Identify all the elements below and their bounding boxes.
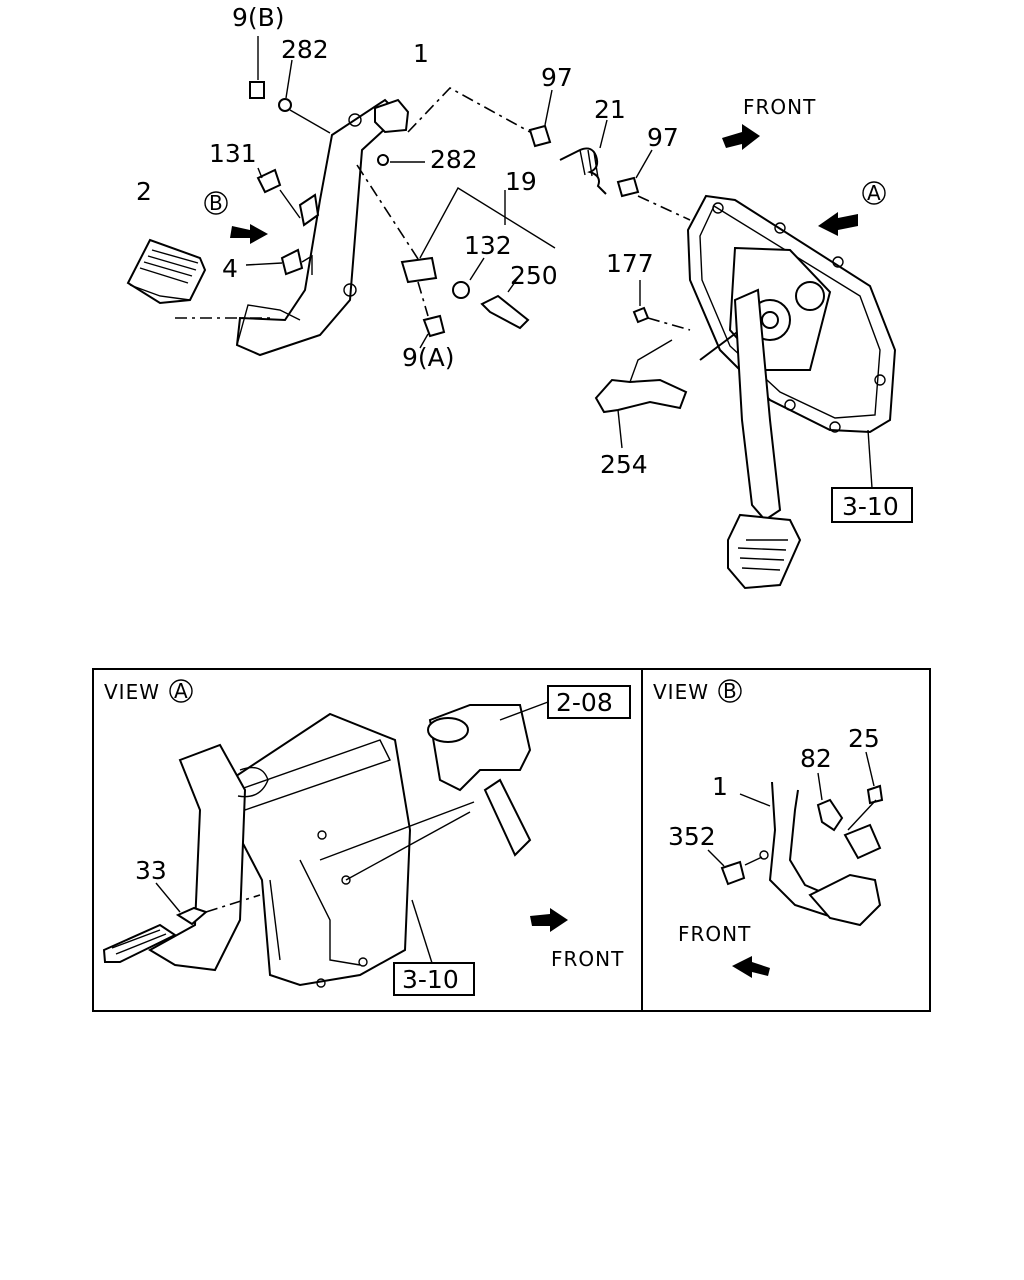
clevis-19 [400,256,438,284]
ref-box-208 [547,685,631,719]
callout-ref-310: 3-10 [842,492,899,521]
view-b-panel: VIEW B 1 82 25 352 FRONT [653,679,884,978]
clip-4 [280,248,304,276]
view-b-title-marker: B [723,679,738,703]
marker-circle-a [862,181,886,205]
callout-2: 2 [136,177,152,206]
callout-front: FRONT [743,95,816,119]
ref-box-310-viewa [393,962,475,996]
nut-9b [249,81,265,99]
bolt-25 [843,823,882,860]
view-a-title-marker: A [174,679,189,703]
callout-1: 1 [413,39,429,68]
view-a-front-label: FRONT [551,947,624,971]
front-arrow [722,124,760,150]
views-panel-frame [92,668,931,1012]
nut-177 [632,306,650,324]
callout-ref-310-viewa: 3-10 [402,965,459,994]
nut-132 [452,281,470,299]
bushing-97b [616,176,640,198]
nut-352 [720,860,746,886]
washer-282a [278,98,292,112]
pedal-pad-part [126,238,207,305]
bolt-250 [480,294,530,330]
nut-plate-82 [816,798,844,832]
callout-282a: 282 [281,35,329,64]
main-exploded-view: 9(B) 282 1 97 21 97 FRONT 131 282 19 2 B… [126,3,913,590]
callout-177: 177 [606,249,654,278]
view-b-marker-circle [718,679,742,703]
view-b-title: VIEW [653,680,709,704]
callout-33: 33 [135,856,167,885]
callout-352: 352 [668,822,716,851]
callout-131: 131 [209,139,257,168]
callout-132: 132 [464,231,512,260]
callout-254: 254 [600,450,648,479]
callout-21: 21 [594,95,626,124]
stopper-9a [422,314,446,338]
view-a-arrow [818,212,858,236]
callout-1-viewb: 1 [712,772,728,801]
spring-21 [559,147,607,195]
callout-9a: 9(A) [402,343,455,372]
callout-4: 4 [222,254,238,283]
callout-82: 82 [800,744,832,773]
bracket-254 [594,378,688,414]
bushing-97a [528,124,552,148]
callout-9b: 9(B) [232,3,285,32]
callout-19: 19 [505,167,537,196]
washer-282b [377,154,389,166]
view-b-front-arrow [732,956,770,978]
view-b-front-label: FRONT [678,922,751,946]
callout-25: 25 [848,724,880,753]
callout-viewa-marker: A [867,181,882,205]
view-a-title: VIEW [104,680,160,704]
view-b-arrow [230,224,268,244]
callout-viewb-marker: B [209,191,224,215]
marker-circle-b [204,191,228,215]
callout-250: 250 [510,261,558,290]
callout-ref-208: 2-08 [556,688,613,717]
left-pedal-arm [235,98,410,357]
callout-282b: 282 [430,145,478,174]
view-a-panel: VIEW A 2-08 3-10 33 [102,679,631,996]
bracket-131 [256,168,282,194]
callout-97a: 97 [541,63,573,92]
ref-box-310-main [831,487,913,523]
view-a-front-arrow [530,908,568,932]
pedal-bracket-assembly [686,194,897,590]
view-a-marker-circle [169,679,193,703]
callout-97b: 97 [647,123,679,152]
